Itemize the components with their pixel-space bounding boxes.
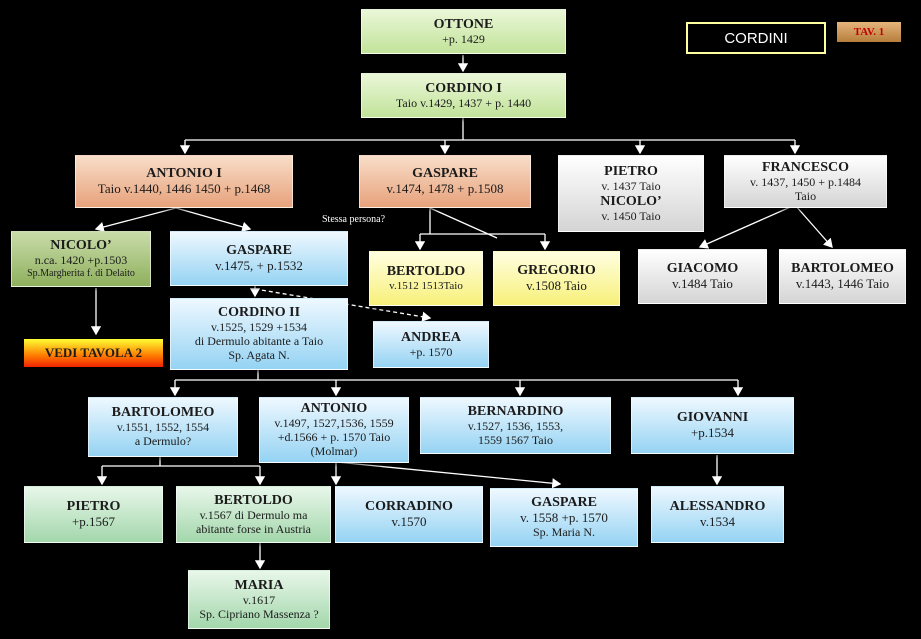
node-name: PIETRO: [66, 498, 121, 514]
node-alessandro[interactable]: ALESSANDRO v.1534: [651, 486, 784, 543]
node-gregorio[interactable]: GREGORIO v.1508 Taio: [493, 251, 620, 306]
node-gaspare-blue[interactable]: GASPARE v.1475, + p.1532: [170, 231, 348, 286]
node-giacomo[interactable]: GIACOMO v.1484 Taio: [638, 249, 767, 304]
node-line: v.1617: [242, 592, 276, 607]
node-name: GASPARE: [531, 495, 597, 511]
title-label: CORDINI: [724, 29, 788, 47]
node-cordino-i[interactable]: CORDINO I Taio v.1429, 1437 + p. 1440: [361, 73, 566, 118]
node-antonio-i[interactable]: ANTONIO I Taio v.1440, 1446 1450 + p.146…: [75, 155, 293, 208]
node-bartolomeo-blue[interactable]: BARTOLOMEO v.1551, 1552, 1554 a Dermulo?: [88, 397, 238, 457]
node-pietro-mint[interactable]: PIETRO +p.1567: [24, 486, 163, 543]
node-gaspare-orange[interactable]: GASPARE v.1474, 1478 + p.1508: [359, 155, 531, 208]
node-line: v.1567 di Dermulo ma: [199, 507, 308, 522]
node-name: NICOLO’: [50, 238, 112, 254]
node-line: Taio v.1429, 1437 + p. 1440: [395, 95, 532, 110]
node-name: GIOVANNI: [676, 409, 749, 425]
node-line: di Dermulo abitante a Taio: [194, 334, 324, 349]
node-line: v. 1450 Taio: [601, 208, 661, 223]
node-line: (Molmar): [310, 443, 358, 458]
node-name: GIACOMO: [666, 260, 739, 276]
node-gaspare-blue-2[interactable]: GASPARE v. 1558 +p. 1570 Sp. Maria N.: [490, 488, 638, 547]
node-name: GASPARE: [226, 242, 292, 258]
node-line: abitante forse in Austria: [196, 521, 311, 536]
node-line: +d.1566 + p. 1570 Taio: [277, 430, 391, 445]
node-line: v.1525, 1529 +1534: [211, 320, 307, 335]
node-ottone[interactable]: OTTONE +p. 1429: [361, 9, 566, 54]
node-line: Sp. Maria N.: [533, 525, 595, 540]
node-line: n.ca. 1420 +p.1503: [34, 253, 128, 268]
node-name: ALESSANDRO: [669, 498, 766, 514]
node-line: v.1484 Taio: [672, 276, 733, 292]
tav-label: TAV. 1: [837, 22, 901, 42]
node-name: CORDINO II: [217, 305, 301, 321]
node-line: v.1570: [391, 514, 427, 530]
node-line: Taio v.1440, 1446 1450 + p.1468: [97, 181, 271, 197]
note-text: Stessa persona?: [322, 214, 386, 225]
node-line: v.1534: [700, 514, 735, 530]
node-bartolomeo-grey[interactable]: BARTOLOMEO v.1443, 1446 Taio: [779, 249, 906, 304]
node-line: v. 1437 Taio: [601, 178, 661, 193]
node-name: MARIA: [234, 577, 284, 593]
node-line: +p.1567: [71, 514, 116, 530]
node-antonio[interactable]: ANTONIO v.1497, 1527,1536, 1559 +d.1566 …: [259, 397, 409, 463]
node-name: ANTONIO I: [146, 165, 222, 181]
node-line: v.1443, 1446 Taio: [795, 276, 890, 292]
node-name: PIETRO: [604, 163, 658, 179]
node-name: BERNARDINO: [467, 403, 564, 419]
node-line: v.1497, 1527,1536, 1559: [274, 416, 394, 431]
node-nicolo[interactable]: NICOLO’ n.ca. 1420 +p.1503 Sp.Margherita…: [11, 231, 151, 287]
node-line: v.1527, 1536, 1553,: [467, 418, 564, 433]
node-name: CORRADINO: [365, 498, 453, 514]
vedi-tavola-link[interactable]: VEDI TAVOLA 2: [24, 339, 163, 367]
node-line: v. 1558 +p. 1570: [520, 510, 608, 526]
node-line: v.1508 Taio: [526, 278, 587, 294]
node-name: BERTOLDO: [386, 264, 466, 280]
node-cordino-ii[interactable]: CORDINO II v.1525, 1529 +1534 di Dermulo…: [170, 298, 348, 370]
node-line: +p.1534: [690, 425, 735, 441]
node-line: Sp. Cipriano Massenza ?: [199, 606, 319, 621]
node-line: Sp.Margherita f. di Delaito: [27, 268, 135, 280]
node-name: CORDINO I: [425, 80, 502, 96]
node-line: +p. 1570: [409, 344, 453, 359]
node-andrea[interactable]: ANDREA +p. 1570: [373, 321, 489, 368]
node-line: +p. 1429: [442, 31, 485, 46]
node-line: v.1551, 1552, 1554: [116, 420, 210, 435]
node-line: v.1512 1513Taio: [389, 280, 463, 293]
node-bertoldo-mint[interactable]: BERTOLDO v.1567 di Dermulo ma abitante f…: [176, 486, 331, 543]
node-name: BERTOLDO: [214, 492, 293, 508]
node-line: Sp. Agata N.: [228, 347, 290, 362]
node-maria[interactable]: MARIA v.1617 Sp. Cipriano Massenza ?: [188, 570, 330, 629]
node-line: a Dermulo?: [134, 434, 192, 449]
node-name: ANTONIO: [300, 401, 368, 417]
node-francesco[interactable]: FRANCESCO v. 1437, 1450 + p.1484 Taio: [724, 155, 887, 208]
node-line: v. 1437, 1450 + p.1484: [750, 174, 861, 189]
node-line: 1559 1567 Taio: [478, 432, 553, 447]
node-corradino[interactable]: CORRADINO v.1570: [335, 486, 483, 543]
node-name: GASPARE: [412, 165, 478, 181]
node-name: FRANCESCO: [761, 159, 850, 175]
node-name: BARTOLOMEO: [791, 260, 894, 276]
node-line: v.1474, 1478 + p.1508: [386, 181, 504, 197]
node-name-2: NICOLO’: [600, 193, 662, 209]
node-bertoldo-yellow[interactable]: BERTOLDO v.1512 1513Taio: [369, 251, 483, 306]
node-giovanni[interactable]: GIOVANNI +p.1534: [631, 397, 794, 454]
node-line: Taio: [794, 188, 817, 203]
node-pietro-nicolo[interactable]: PIETRO v. 1437 Taio NICOLO’ v. 1450 Taio: [558, 155, 704, 232]
node-name: OTTONE: [433, 16, 494, 32]
node-name: BARTOLOMEO: [111, 405, 215, 421]
node-line: v.1475, + p.1532: [215, 258, 303, 274]
title-box: CORDINI: [686, 22, 826, 54]
node-bernardino[interactable]: BERNARDINO v.1527, 1536, 1553, 1559 1567…: [420, 397, 611, 454]
node-name: ANDREA: [401, 329, 461, 345]
node-name: GREGORIO: [517, 262, 596, 278]
